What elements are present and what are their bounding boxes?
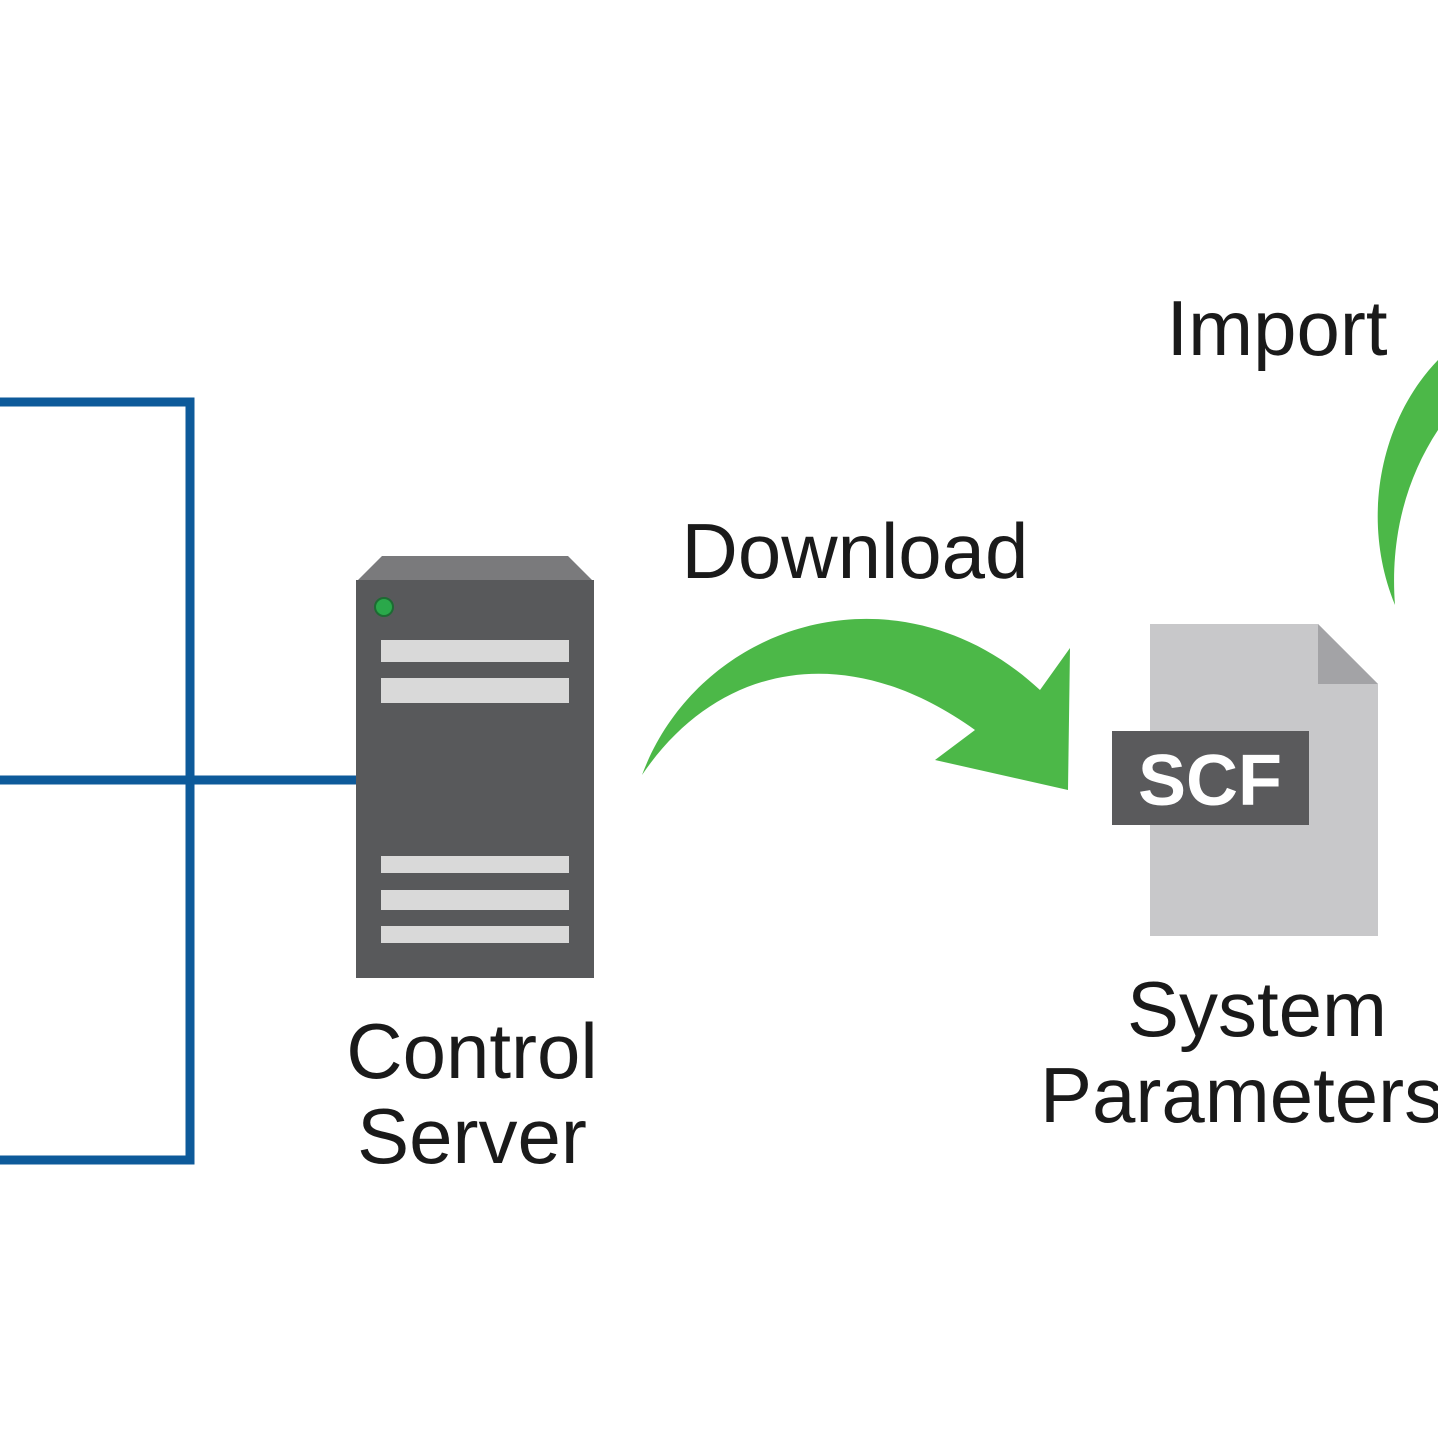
server-drive-slot [381, 640, 569, 662]
curved-arrow-up-icon [1377, 360, 1438, 605]
server-drive-slot [381, 890, 569, 910]
server-drive-slot [381, 678, 569, 703]
network-connection [0, 397, 358, 1165]
download-label: Download [682, 507, 1029, 595]
document-fold [1318, 624, 1378, 684]
scf-badge [1112, 731, 1309, 825]
system-parameters-label-line2: Parameters [1040, 1051, 1438, 1139]
server-body [356, 580, 594, 978]
server-drive-slot [381, 856, 569, 873]
import-label: Import [1166, 284, 1387, 372]
curved-arrow-right-icon [642, 618, 1070, 790]
server-top-bevel [356, 556, 594, 582]
file-document-icon: SCF [1112, 624, 1378, 936]
server-tower-icon [356, 556, 594, 978]
control-server-label-line1: Control [346, 1007, 597, 1095]
scf-badge-text: SCF [1138, 741, 1282, 821]
control-server-label-line2: Server [357, 1092, 587, 1180]
system-parameters-label-line1: System [1127, 965, 1387, 1053]
server-drive-slot [381, 926, 569, 943]
server-status-led-icon [374, 597, 394, 617]
